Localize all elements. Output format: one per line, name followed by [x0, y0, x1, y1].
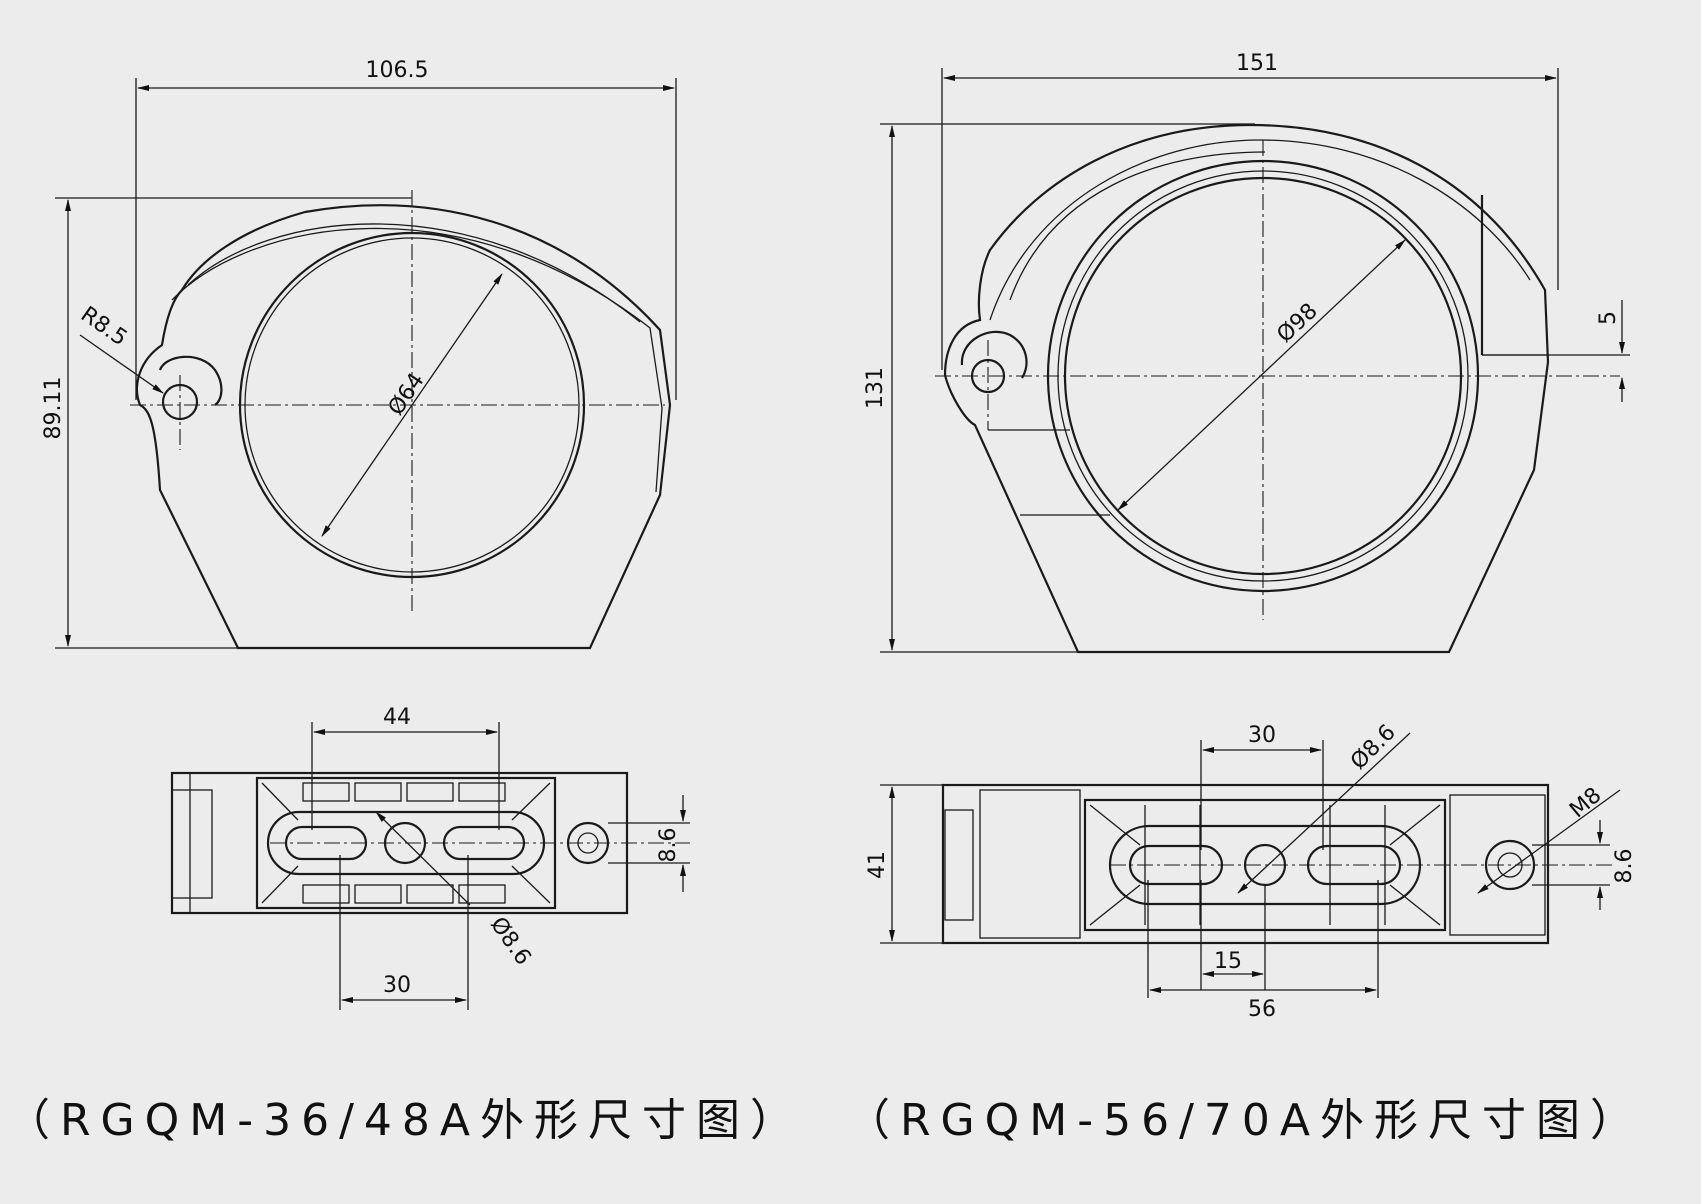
left-pocket-1: [302, 782, 350, 802]
left-hole-offset-dim: 30: [383, 973, 411, 998]
left-pocket-7: [406, 884, 454, 904]
left-caption: （RGQM-36/48A外形尺寸图）: [6, 1095, 804, 1146]
left-bottom-view: 44 30 Ø8.6 8.6: [170, 705, 690, 1010]
right-step-dim: 5: [1596, 311, 1621, 325]
right-front-view: 151 131 5 Ø98: [863, 51, 1630, 654]
right-body-inner-edge: [989, 139, 1531, 321]
left-pivot-boss: [158, 355, 223, 406]
right-body-inner-edge-2: [1009, 151, 1266, 301]
left-front-view: 106.5 89.11 R8.5 Ø64: [41, 58, 677, 650]
right-hole-offset-dim: 30: [1248, 723, 1276, 748]
left-bore-dim-line: [321, 273, 503, 537]
left-bore-dim: Ø64: [384, 369, 430, 421]
right-corner-ribs: [1089, 804, 1441, 926]
right-pivot-boss: [960, 330, 1028, 379]
right-slot-pitch-dim: 56: [1248, 997, 1276, 1022]
right-half-pitch-dim: 15: [1214, 949, 1242, 974]
left-corner-ribs: [261, 782, 551, 904]
left-slot-pitch-dim: 44: [383, 705, 411, 730]
right-side-height-dim: 41: [865, 851, 890, 879]
left-end-block: [171, 789, 213, 899]
left-body-inner-edge-2: [187, 223, 641, 323]
right-caption: （RGQM-56/70A外形尺寸图）: [846, 1095, 1644, 1146]
right-hole-dia-leader: [1237, 732, 1411, 894]
left-pocket-4: [458, 782, 506, 802]
left-hole-dia-dim: Ø8.6: [485, 913, 535, 970]
right-height-dim: 131: [863, 367, 888, 409]
right-hole-height-dim: 8.6: [1612, 849, 1637, 884]
left-slot-2: [442, 825, 526, 861]
left-hole-dia-leader: [375, 811, 471, 906]
left-pocket-3: [406, 782, 454, 802]
right-width-dim: 151: [1236, 51, 1278, 76]
left-pocket-6: [354, 884, 402, 904]
right-end-block: [944, 809, 974, 921]
left-width-dim: 106.5: [366, 58, 429, 83]
left-clamp-body: [135, 204, 672, 650]
left-hole-height-dim: 8.6: [656, 828, 681, 863]
right-bottom-view: 41 30 Ø8.6 M8 8.6 15 56: [865, 720, 1637, 1022]
right-thread-hole-outer: [1484, 839, 1536, 891]
right-clamp-body: [943, 123, 1550, 654]
left-radius-leader: [79, 334, 164, 394]
left-height-dim: 89.11: [41, 377, 66, 440]
left-pocket-5: [302, 884, 350, 904]
right-base-outline: [941, 783, 1550, 945]
right-bore-dim-line: [1117, 239, 1406, 511]
right-side-block: [979, 789, 1081, 939]
left-radius-dim: R8.5: [76, 302, 132, 351]
right-thread-leader: [1477, 789, 1621, 894]
right-thread-dim: M8: [1565, 783, 1606, 823]
left-pocket-2: [354, 782, 402, 802]
